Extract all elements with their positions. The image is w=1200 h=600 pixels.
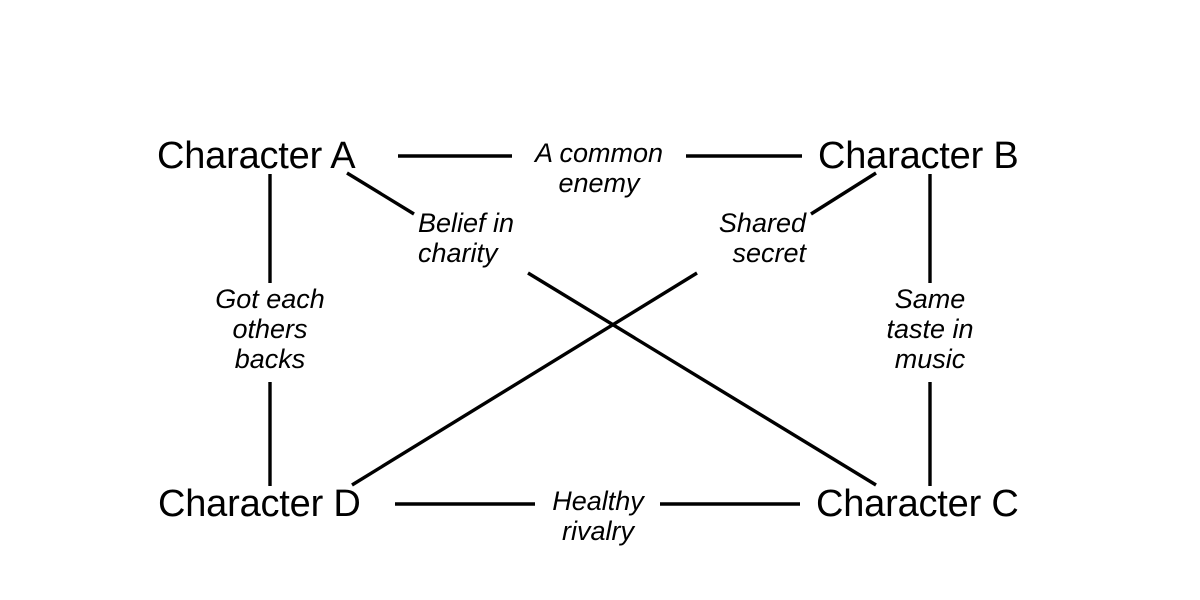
edge-line-b-d-upper — [810, 171, 877, 216]
node-character-a[interactable]: Character A — [157, 135, 356, 177]
edge-label-healthy-rivalry[interactable]: Healthy rivalry — [552, 486, 644, 546]
edge-label-belief-in-charity[interactable]: Belief in charity — [418, 208, 515, 268]
edge-line-a-c-lower — [527, 271, 877, 487]
node-character-c[interactable]: Character C — [816, 483, 1019, 525]
edge-label-same-taste-in-music[interactable]: Same taste in music — [886, 284, 974, 374]
edge-line-b-d-lower — [351, 271, 698, 487]
edge-line-a-c-upper — [346, 171, 415, 216]
edge-label-got-each-others-backs[interactable]: Got each others backs — [215, 284, 325, 374]
node-character-b[interactable]: Character B — [818, 135, 1019, 177]
edge-label-a-common-enemy[interactable]: A common enemy — [534, 138, 664, 198]
edge-label-shared-secret[interactable]: Shared secret — [718, 208, 806, 268]
node-character-d[interactable]: Character D — [158, 483, 361, 525]
